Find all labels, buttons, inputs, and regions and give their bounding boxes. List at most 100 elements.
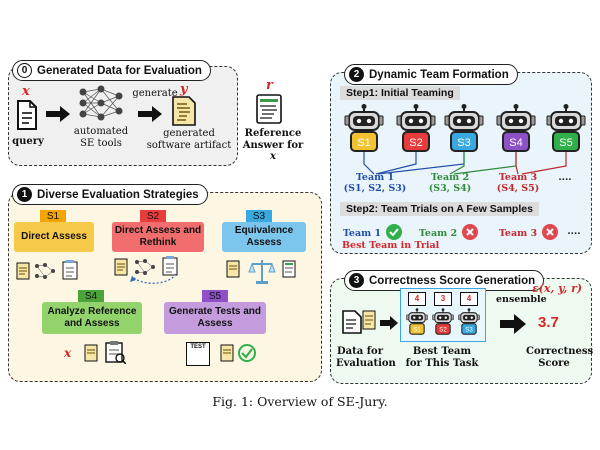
check-circle-icon (238, 344, 256, 362)
reference-label-text: Reference Answer for (242, 128, 304, 151)
score-formula: ε(x, y, r) (532, 282, 583, 295)
neural-network-icon (35, 263, 55, 279)
panel1-number: 1 (17, 187, 32, 202)
panel1-title: 1 Diverse Evaluation Strategies (12, 184, 208, 205)
generate-label: generate (132, 88, 178, 99)
score-bubble: 4 (408, 292, 426, 306)
reference-document-icon (282, 260, 296, 278)
cross-icon (542, 224, 558, 240)
panel3-number: 3 (349, 273, 364, 288)
reference-x-symbol: x (270, 151, 276, 162)
neural-network-icon (135, 259, 155, 275)
strategy-tag-s1: S1 (40, 210, 66, 223)
panel0-number: 0 (17, 63, 32, 78)
reference-document-icon (256, 94, 282, 124)
svg-text:S3: S3 (465, 327, 473, 333)
svg-text:S5: S5 (559, 137, 572, 149)
step2-label: Step2: Team Trials on A Few Samples (340, 202, 539, 216)
best-team-label: Best Team for This Task (405, 346, 479, 369)
panel1-title-text: Diverse Evaluation Strategies (37, 188, 199, 201)
svg-text:S4: S4 (509, 137, 522, 149)
robot-s1: S1 (344, 104, 384, 156)
trial-team-1: Team 1 (342, 228, 382, 239)
panel2-number: 2 (349, 67, 364, 82)
check-icon (386, 224, 402, 240)
trial-team-3: Team 3 (498, 228, 538, 239)
strategy-s1-direct-assess: Direct Assess (14, 222, 94, 252)
query-x-symbol: x (22, 84, 30, 99)
robot-s2: S2 (396, 104, 436, 156)
strategy-tag-s4: S4 (78, 290, 104, 303)
team-2-name: Team 2 (430, 172, 470, 183)
document-icon (342, 310, 362, 334)
balance-scale-icon (248, 260, 276, 284)
trials-ellipsis: .... (567, 226, 581, 237)
strategy-tag-s2: S2 (140, 210, 166, 223)
artifact-y-symbol: y (180, 82, 188, 97)
team-1: Team 1 (S1, S2, S3) (338, 172, 412, 195)
team-3: Team 3 (S4, S5) (488, 172, 548, 195)
code-file-icon (16, 262, 30, 280)
arrow-right-icon (380, 316, 398, 330)
team-robot-s3: S3 (458, 308, 480, 339)
robot-s4: S4 (496, 104, 536, 156)
strategy-s4-analyze-reference: Analyze Reference and Assess (42, 302, 142, 334)
strategy-s2-assess-rethink: Direct Assess and Rethink (112, 222, 204, 252)
best-team-in-trial-label: Best Team in Trial (342, 240, 440, 251)
panel3-title: 3 Correctness Score Generation (344, 270, 545, 291)
checklist-icon (62, 260, 78, 280)
figure-caption: Fig. 1: Overview of SE-Jury. (212, 394, 388, 409)
team-3-name: Team 3 (498, 172, 538, 183)
checklist-icon (162, 256, 178, 276)
code-file-icon (114, 258, 128, 276)
team-robot-s2: S2 (432, 308, 454, 339)
clipboard-analysis-icon (105, 341, 126, 364)
correctness-score-value: 3.7 (538, 314, 559, 331)
panel2-title-text: Dynamic Team Formation (369, 68, 509, 81)
robot-s5: S5 (546, 104, 586, 156)
strategy-x-symbol: x (64, 346, 72, 360)
code-file-icon (226, 260, 240, 278)
panel2-title: 2 Dynamic Team Formation (344, 64, 518, 85)
trial-team-2: Team 2 (418, 228, 458, 239)
ensemble-label: ensemble (496, 294, 547, 305)
test-file-icon: TEST (186, 342, 210, 366)
code-file-icon (362, 310, 376, 330)
reference-r-symbol: r (266, 78, 273, 93)
neural-network-icon (79, 85, 123, 121)
se-tools-label: automated SE tools (73, 126, 129, 149)
svg-text:S3: S3 (457, 137, 470, 149)
strategy-tag-s3: S3 (246, 210, 272, 223)
panel0-title-text: Generated Data for Evaluation (37, 64, 202, 77)
data-for-evaluation-label: Data for Evaluation (336, 346, 396, 369)
svg-text:S1: S1 (413, 327, 421, 333)
teams-ellipsis: .... (558, 172, 572, 183)
team-1-members: (S1, S2, S3) (343, 183, 407, 195)
arrow-right-icon (138, 106, 162, 122)
cross-icon (462, 224, 478, 240)
strategy-s3-equivalence: Equivalence Assess (222, 222, 306, 252)
strategy-tag-s5: S5 (202, 290, 228, 303)
arrow-right-icon (500, 314, 526, 334)
code-file-icon (84, 344, 98, 362)
panel-dynamic-team-formation (330, 72, 592, 254)
query-label: query (12, 136, 44, 147)
score-bubble: 4 (460, 292, 478, 306)
panel3-title-text: Correctness Score Generation (369, 274, 536, 287)
svg-text:S2: S2 (409, 137, 422, 149)
team-grouping-lines (363, 152, 567, 175)
score-bubble: 3 (434, 292, 452, 306)
svg-text:S2: S2 (439, 327, 447, 333)
team-1-name: Team 1 (355, 172, 395, 183)
arrow-right-icon (46, 106, 70, 122)
test-file-label: TEST (190, 344, 206, 350)
document-icon (17, 100, 37, 130)
reference-label: Reference Answer for x (240, 128, 306, 163)
robot-s3: S3 (444, 104, 484, 156)
code-file-icon (220, 344, 234, 362)
team-robot-s1: S1 (406, 308, 428, 339)
team-3-members: (S4, S5) (496, 183, 540, 195)
artifact-label: generated software artifact (146, 128, 232, 151)
correctness-score-label: Correctness Score (526, 346, 594, 369)
team-2-members: (S3, S4) (428, 183, 472, 195)
